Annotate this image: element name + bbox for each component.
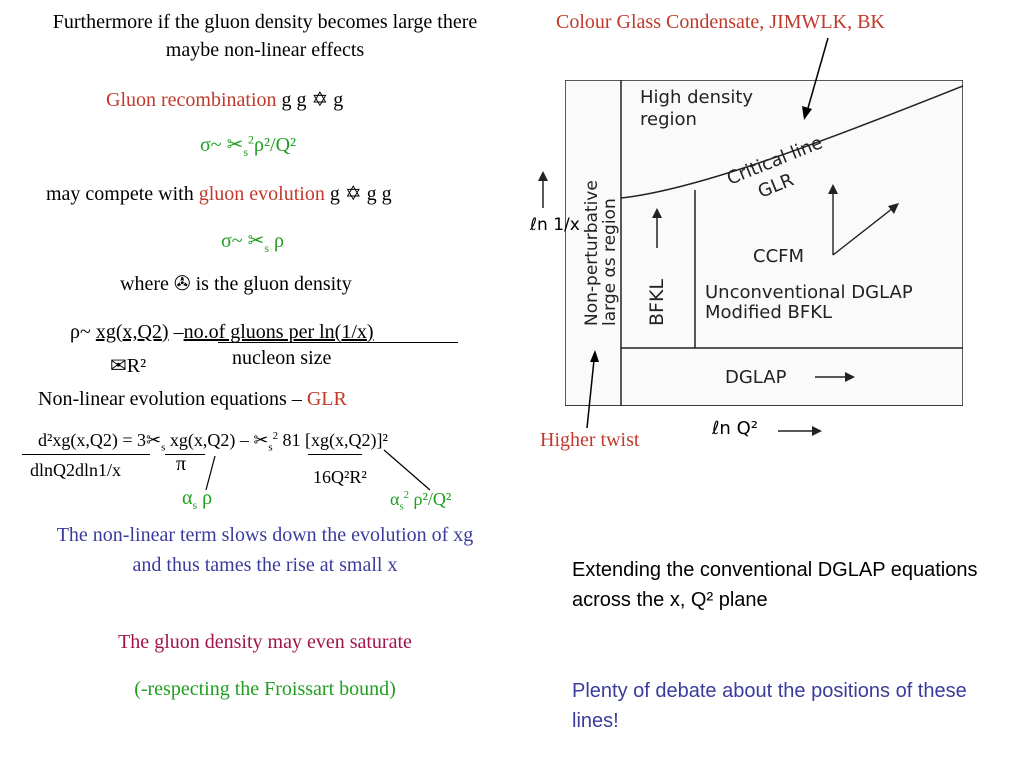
slows-text: The non-linear term slows down the evolu… [56,524,474,576]
froissart-text: (-respecting the Froissart bound) [134,678,396,700]
glr-fraction-bar-3 [308,454,362,455]
dglap-arrowhead [845,372,855,382]
phase-diagram-svg: High density region Critical line GLR No… [564,79,964,407]
saturate-text: The gluon density may even saturate [118,631,412,653]
alpha-symbol: α [182,487,193,509]
nonlinear-line: Non-linear evolution equations – GLR [38,385,347,413]
compete-line: may compete with gluon evolution g ✡ g g [46,180,392,208]
glr-denominator-2: 16Q²R² [313,465,367,489]
high-density-label: High density [640,87,753,108]
alpha2-pointer [383,449,431,491]
x-axis-arrow [778,426,822,436]
unconventional-label: Unconventional DGLAP [705,282,913,303]
extending-text: Extending the conventional DGLAP equatio… [572,559,978,611]
ccfm-arrowhead-diag [888,203,899,214]
higher-twist-label: Higher twist [540,429,640,451]
glr-num-b: xg(x,Q2) – ✂ [169,430,269,450]
debate-text: Plenty of debate about the positions of … [572,680,967,732]
sigma-tail: ρ²/Q² [254,134,297,156]
dglap-label: DGLAP [725,367,787,388]
alpha-pointer [205,455,216,491]
glr-denominator: dlnQ2dln1/x [30,460,122,480]
nucleon-size: nucleon size [232,347,332,369]
region-label: region [640,109,697,130]
x-axis-label: ℓn Q² [712,418,758,439]
glr-num-a: d²xg(x,Q2) = 3✂ [38,430,162,450]
where-line: where ✇ is the gluon density [120,273,352,295]
twist-pointer-head [590,350,599,362]
critical-line-curve [620,85,964,199]
bfkl-label: BFKL [646,279,668,326]
glr-den2-text: 16Q²R² [313,467,367,487]
phase-diagram: High density region Critical line GLR No… [564,79,964,407]
alpha2-tail: ρ²/Q² [409,489,452,509]
glr-pi: π [176,453,187,475]
recombination-label: Gluon recombination [106,89,277,111]
evolution-label: gluon evolution [198,183,325,205]
sigma-recombination: σ~ ✂s2ρ²/Q² [200,132,297,159]
rho-numerator: xg(x,Q2) [95,321,169,343]
recombination-line: Gluon recombination g g ✡ g [106,86,343,114]
alpha2-rho2: αs2 ρ²/Q² [390,489,452,513]
rho-symbol: ρ~ [70,321,96,343]
sigma-symbol-2: σ~ ✂ [221,230,265,252]
glr-num-c: 81 [xg(x,Q2)]² [282,430,388,450]
intro-text: Furthermore if the gluon density becomes… [52,11,478,61]
rho-denominator: ✉R² [110,355,147,377]
rho-definition: ρ~ xg(x,Q2) –no.of gluons per ln(1/x) [70,318,374,346]
cgc-label: Colour Glass Condensate, JIMWLK, BK [556,11,885,33]
nonpert-label-1: Non-perturbative [582,180,602,326]
y-axis-arrow [538,171,548,208]
y-axis-label: ℓn 1/x [530,215,580,235]
diagram-frame [564,79,964,407]
glr-numerator: d²xg(x,Q2) = 3✂s xg(x,Q2) – ✂s2 81 [xg(x… [38,430,388,454]
compete-prefix: may compete with [46,183,194,205]
modified-bfkl-label: Modified BFKL [705,302,832,323]
nonpert-label-2: large αs region [600,198,620,326]
ccfm-arrowhead-up [828,184,838,194]
ccfm-axis-diag [832,207,894,256]
rho-gluons-per: no.of gluons per ln(1/x) [183,321,374,343]
cgc-pointer [807,37,829,109]
nonlinear-prefix: Non-linear evolution equations – [38,388,302,410]
sigma-symbol: σ~ ✂ [200,134,244,156]
twist-pointer [586,359,595,429]
cgc-pointer-head [802,106,812,120]
bfkl-arrowhead [652,208,662,218]
alpha2-symbol: α [390,489,400,509]
glr-annotation-lines [205,449,431,491]
glr-fraction-bar-1 [22,454,150,455]
recombination-equation: g g ✡ g [281,89,344,111]
sigma-evolution: σ~ ✂s ρ [221,230,285,255]
alpha-rho-tail: ρ [197,487,213,509]
glr-fraction-bar-2 [165,454,205,455]
rho-fraction-bar [218,342,458,343]
evolution-equation: g ✡ g g [329,183,392,205]
sigma-tail-2: ρ [274,230,285,252]
rho-dash: – [168,321,184,343]
glr-label: GLR [306,388,347,410]
ccfm-label: CCFM [753,246,804,267]
alpha-rho: αs ρ [182,487,213,512]
